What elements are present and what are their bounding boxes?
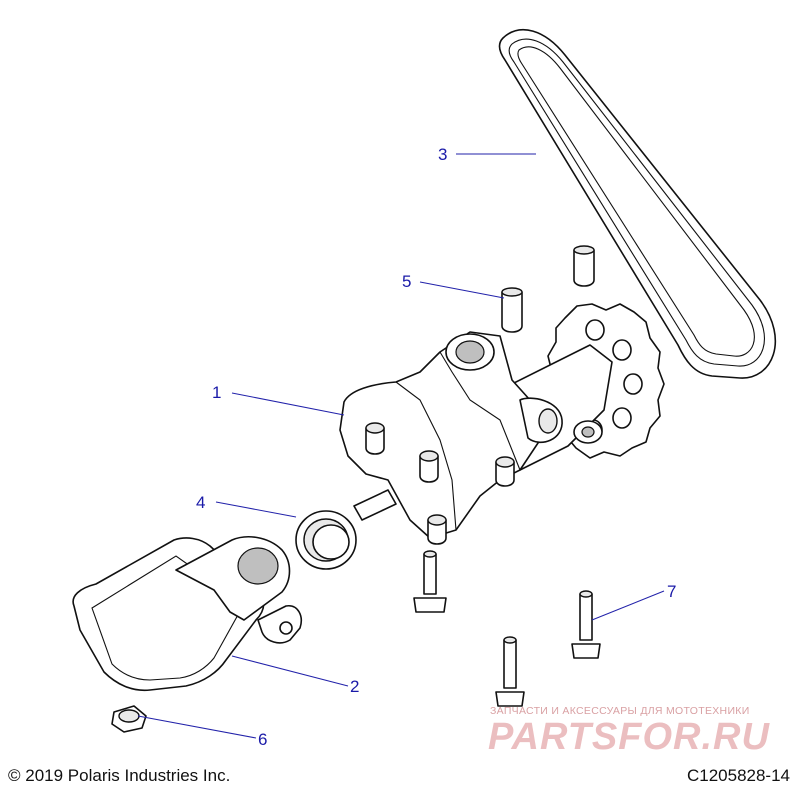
leader-line-1 [231,392,345,416]
strainer-bolt [111,705,147,733]
flange-bolt-b [571,590,601,659]
callout-4: 4 [196,493,205,512]
dowel-pin-lower [501,287,523,333]
leader-line-6 [137,715,257,739]
oil-pickup-strainer [72,536,302,692]
leader-line-2 [231,655,349,687]
dowel-pin-upper [573,245,595,287]
leader-line-7 [591,590,665,621]
flange-bolt-c [495,636,525,707]
callout-6: 6 [258,730,267,749]
watermark-tagline: ЗАПЧАСТИ И АКСЕССУАРЫ ДЛЯ МОТОТЕХНИКИ [490,705,750,717]
oil-pump-assembly [339,331,613,545]
callout-1: 1 [212,383,221,402]
callout-7: 7 [667,582,676,601]
leader-line-5 [419,281,505,299]
watermark-brand-logo: PARTSFOR.RU [488,716,770,758]
callout-5: 5 [402,272,411,291]
leader-line-4 [215,501,297,518]
seal-ring [295,510,357,570]
callout-2: 2 [350,677,359,696]
drive-belt [498,29,777,379]
callout-3: 3 [438,145,447,164]
figure-code: C1205828-14 [686,766,790,785]
copyright-notice: © 2019 Polaris Industries Inc. [8,766,231,785]
flange-bolt-a [413,550,447,613]
